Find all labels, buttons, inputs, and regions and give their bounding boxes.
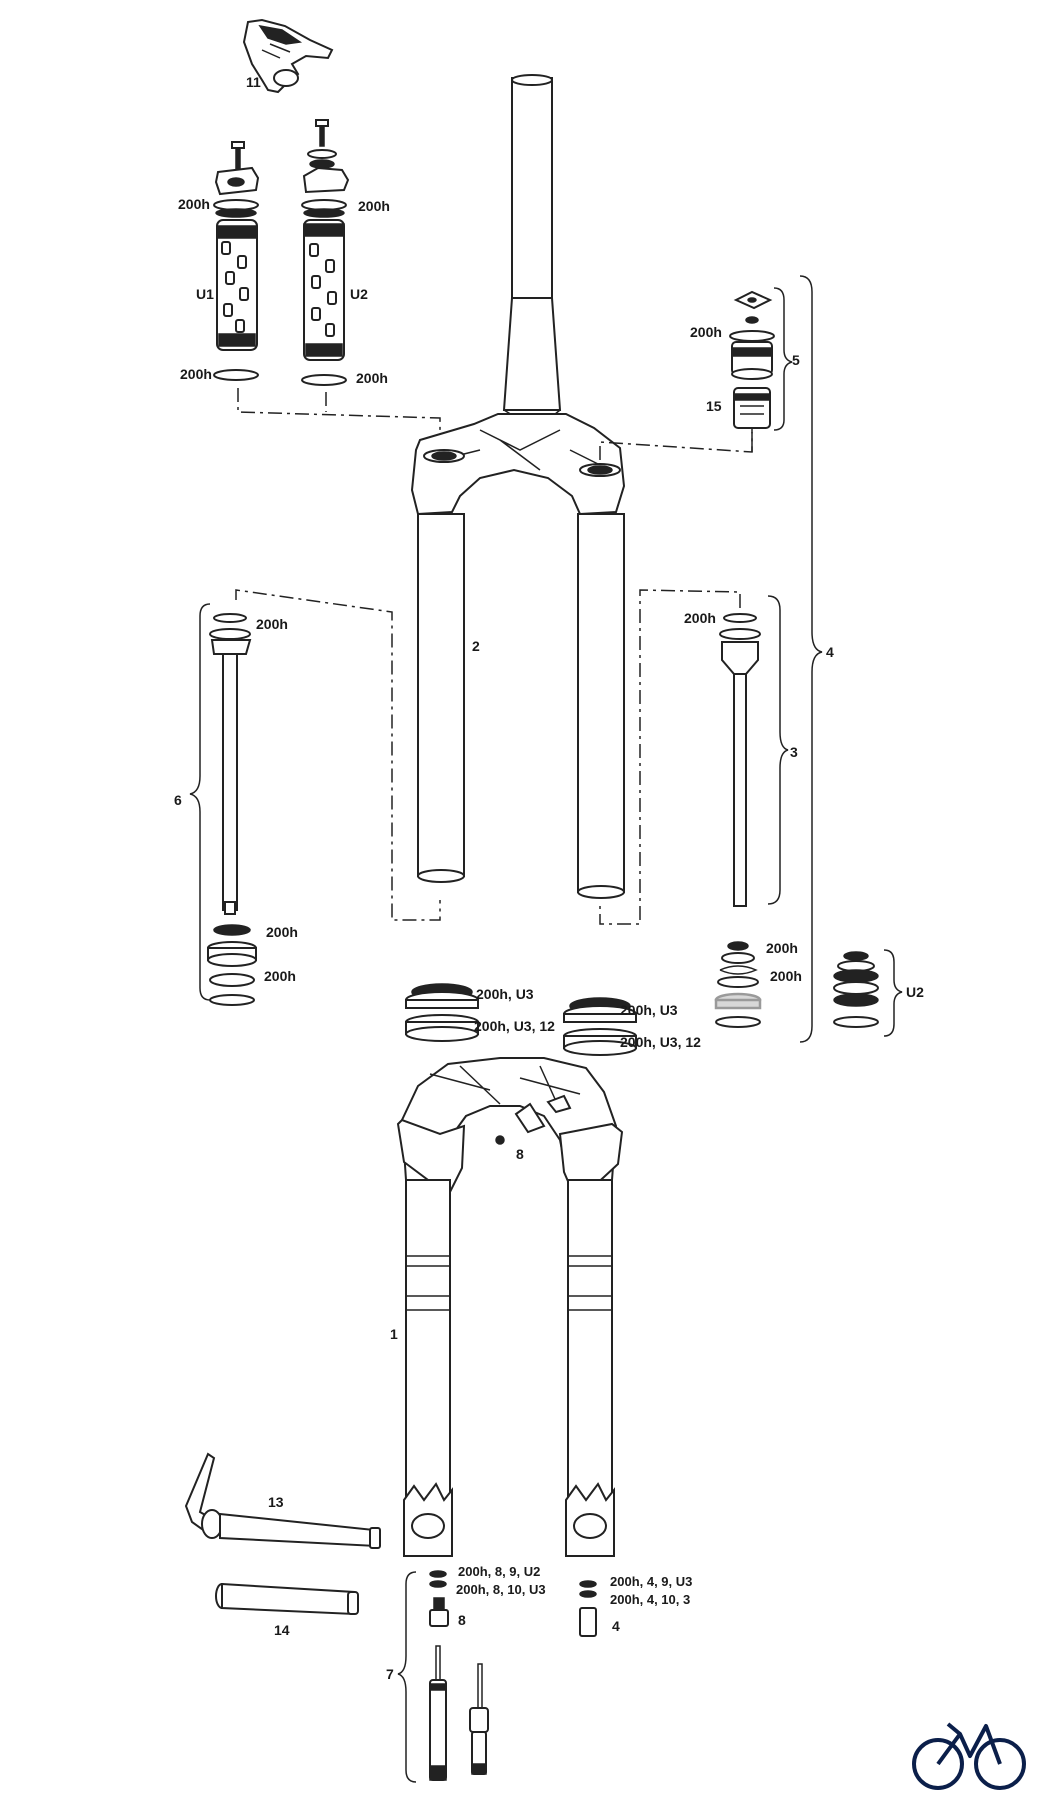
label-ref-6: 6 [174,792,182,808]
label-cap-seal: 200h [690,324,722,340]
label-ref-4: 4 [826,644,834,660]
guide-line-left-shaft [235,589,441,921]
dust-seal-left [405,983,479,1042]
thru-axle-lever [184,1452,381,1549]
label-dust-right-bottom: 200h, U3, 12 [620,1034,701,1050]
label-ref-3: 3 [790,744,798,760]
remote-lever [242,18,334,94]
brace-u2 [883,949,903,1037]
label-ref-7: 7 [386,1666,394,1682]
crown-steerer-assembly [410,74,626,899]
label-left-seal-b: 200h [264,968,296,984]
label-ref-2: 2 [472,638,480,654]
right-spring-shaft [719,613,761,907]
dust-seal-right [563,997,637,1056]
guide-line-right-shaft [599,589,741,925]
label-bolt-left-a: 200h, 8, 9, U2 [458,1564,541,1579]
bicycle-icon [912,1722,1026,1790]
label-u2-top-seal: 200h [358,198,390,214]
label-ref-8-top: 8 [516,1146,524,1162]
bolt-right [579,1580,597,1637]
brace-6 [189,603,211,1001]
label-u1: U1 [196,286,214,302]
brace-4 [799,275,823,1043]
label-bolt-right-a: 200h, 4, 9, U3 [610,1574,693,1589]
label-u2-top: U2 [350,286,368,302]
damper-cartridge-left [213,141,260,381]
label-ref-5: 5 [792,352,800,368]
label-u1-bottom-seal: 200h [180,366,212,382]
left-damper-shaft [209,613,252,915]
label-bolt-right-b: 200h, 4, 10, 3 [610,1592,691,1607]
label-ref-15: 15 [706,398,722,414]
label-remote-11: 11 [246,74,261,90]
label-u1-top-seal: 200h [178,196,210,212]
guide-line-left-damper [237,388,441,440]
brace-7 [397,1571,417,1783]
label-left-seal-a: 200h [266,924,298,940]
label-dust-left-bottom: 200h, U3, 12 [474,1018,555,1034]
label-right-seal-a: 200h [766,940,798,956]
left-seal-stack [207,924,257,1006]
label-right-shaft-seal: 200h [684,610,716,626]
brace-5 [773,287,793,431]
label-right-seal-b: 200h [770,968,802,984]
right-seal-stack [714,941,762,1028]
label-bolt-left-b: 200h, 8, 10, U3 [456,1582,546,1597]
label-left-shaft-seal: 200h [256,616,288,632]
label-dust-right-top: 200h, U3 [620,1002,678,1018]
air-cap-assembly [729,290,775,452]
label-ref-4-bottom: 4 [612,1618,620,1634]
label-u2-bottom-seal: 200h [356,370,388,386]
bolt-left [429,1570,449,1627]
label-ref-13: 13 [268,1494,284,1510]
damper-cartridge-right [301,119,350,386]
label-dust-left-top: 200h, U3 [476,986,534,1002]
label-u2-side: U2 [906,984,924,1000]
label-ref-14: 14 [274,1622,290,1638]
brace-3 [767,595,789,905]
label-ref-1: 1 [390,1326,398,1342]
lower-legs [396,1057,624,1557]
rebound-knob-tool [429,1645,489,1781]
thru-axle [215,1582,359,1616]
u2-spring-stack [833,951,879,1028]
guide-line-right-cap [599,432,753,460]
label-ref-8-bottom: 8 [458,1612,466,1628]
